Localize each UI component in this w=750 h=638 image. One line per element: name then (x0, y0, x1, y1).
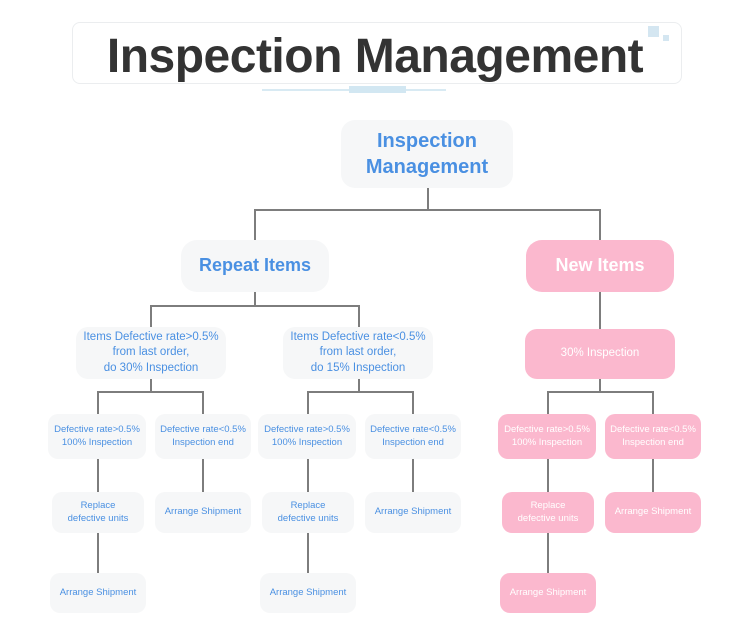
connector-cond-a-out2 (202, 391, 204, 414)
connector-out-b2-action (412, 459, 414, 492)
connector-cond-c-bus (547, 391, 653, 393)
node-condition-new-30-percent[interactable]: 30% Inspection (525, 329, 675, 379)
node-action-a-shipment[interactable]: Arrange Shipment (155, 492, 251, 533)
connector-out-c1-action (547, 459, 549, 492)
connector-action-c-final (547, 533, 549, 573)
node-outcome-c-high[interactable]: Defective rate>0.5%100% Inspection (498, 414, 596, 459)
connector-cond-b-bus (307, 391, 413, 393)
connector-out-a1-action (97, 459, 99, 492)
connector-to-new-items (599, 209, 601, 240)
connector-cond-c-out1 (547, 391, 549, 414)
node-outcome-a-high[interactable]: Defective rate>0.5%100% Inspection (48, 414, 146, 459)
connector-repeat-bus (150, 305, 359, 307)
connector-out-a2-action (202, 459, 204, 492)
connector-repeat-down (254, 291, 256, 306)
connector-out-c2-action (652, 459, 654, 492)
connector-cond-a-down (150, 378, 152, 392)
node-action-b-shipment[interactable]: Arrange Shipment (365, 492, 461, 533)
node-final-a-shipment[interactable]: Arrange Shipment (50, 573, 146, 613)
decorative-square-large-icon (648, 26, 659, 37)
connector-cond-c-out2 (652, 391, 654, 414)
connector-to-repeat-items (254, 209, 256, 240)
node-root-inspection-management[interactable]: Inspection Management (341, 120, 513, 188)
connector-level1-bus (254, 209, 600, 211)
node-outcome-b-high[interactable]: Defective rate>0.5%100% Inspection (258, 414, 356, 459)
node-condition-repeat-high-rate[interactable]: Items Defective rate>0.5%from last order… (76, 327, 226, 379)
node-final-b-shipment[interactable]: Arrange Shipment (260, 573, 356, 613)
node-branch-new-items[interactable]: New Items (526, 240, 674, 292)
page-title: Inspection Management (106, 30, 644, 83)
connector-cond-a-out1 (97, 391, 99, 414)
node-outcome-c-low[interactable]: Defective rate<0.5%Inspection end (605, 414, 701, 459)
node-condition-repeat-low-rate[interactable]: Items Defective rate<0.5%from last order… (283, 327, 433, 379)
connector-cond-c-down (599, 378, 601, 392)
node-final-c-shipment[interactable]: Arrange Shipment (500, 573, 596, 613)
connector-new-items-down (599, 291, 601, 329)
connector-action-a-final (97, 533, 99, 573)
connector-action-b-final (307, 533, 309, 573)
connector-cond-a-bus (97, 391, 203, 393)
title-card (72, 22, 682, 84)
decorative-square-small-icon (663, 35, 669, 41)
connector-root-down (427, 188, 429, 210)
node-outcome-b-low[interactable]: Defective rate<0.5%Inspection end (365, 414, 461, 459)
connector-to-cond-a (150, 305, 152, 327)
node-branch-repeat-items[interactable]: Repeat Items (181, 240, 329, 292)
node-outcome-a-low[interactable]: Defective rate<0.5%Inspection end (155, 414, 251, 459)
connector-cond-b-down (358, 378, 360, 392)
connector-cond-b-out1 (307, 391, 309, 414)
title-accent-bar (349, 86, 406, 93)
node-action-c-shipment[interactable]: Arrange Shipment (605, 492, 701, 533)
connector-to-cond-b (358, 305, 360, 327)
connector-out-b1-action (307, 459, 309, 492)
connector-cond-b-out2 (412, 391, 414, 414)
